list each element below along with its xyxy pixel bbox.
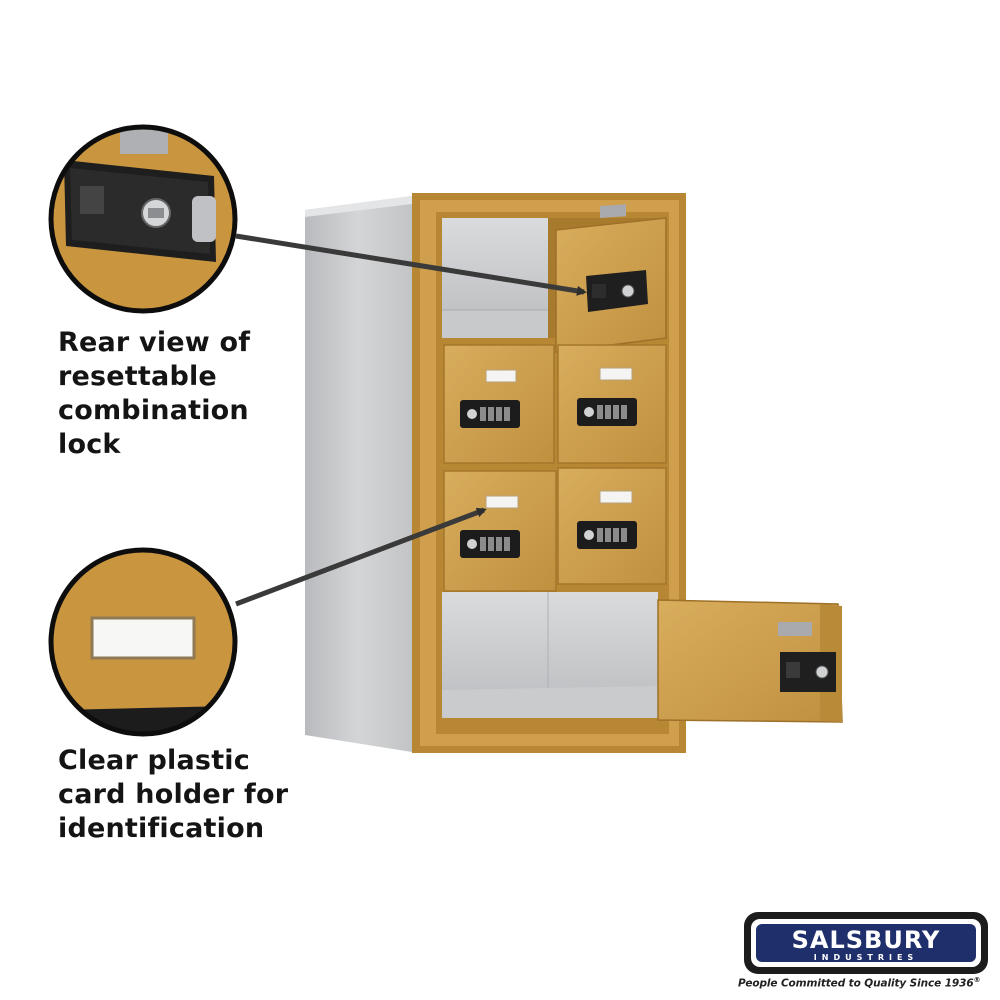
salsbury-logo: SALSBURY INDUSTRIES bbox=[744, 912, 988, 974]
detail-circle-card bbox=[48, 547, 238, 737]
svg-text:SALSBURY: SALSBURY bbox=[792, 926, 941, 954]
locker-unit bbox=[305, 193, 843, 753]
caption-card-holder: Clear plastic card holder for identifica… bbox=[58, 744, 288, 846]
caption-line: identification bbox=[58, 813, 265, 844]
caption-line: Clear plastic bbox=[58, 745, 250, 776]
svg-text:INDUSTRIES: INDUSTRIES bbox=[814, 953, 918, 962]
brand-tagline: People Committed to Quality Since 1936® bbox=[738, 976, 998, 990]
caption-line: card holder for bbox=[58, 779, 289, 810]
caption-line: lock bbox=[58, 429, 121, 460]
caption-line: combination bbox=[58, 395, 249, 426]
caption-line: resettable bbox=[58, 361, 217, 392]
card-holder bbox=[485, 369, 517, 383]
caption-rear-lock: Rear view of resettable combination lock bbox=[58, 326, 250, 462]
locker-door-r2-left[interactable] bbox=[443, 344, 555, 464]
combination-lock bbox=[577, 521, 637, 549]
combination-lock bbox=[460, 400, 520, 428]
arrow-to-lock bbox=[235, 233, 587, 296]
arrow-to-card-holder bbox=[235, 507, 487, 607]
registered-mark: ® bbox=[973, 976, 981, 984]
locker-side-panel bbox=[305, 196, 412, 752]
card-holder bbox=[599, 367, 633, 381]
card-holder bbox=[485, 495, 519, 509]
rear-lock-bottom bbox=[780, 652, 836, 692]
caption-line: Rear view of bbox=[58, 327, 251, 358]
rear-lock-top bbox=[586, 270, 648, 312]
detail-circle-lock bbox=[48, 124, 238, 314]
locker-door-r2-right[interactable] bbox=[557, 344, 667, 464]
tagline-text: People Committed to Quality Since 1936 bbox=[738, 977, 974, 990]
combination-lock bbox=[460, 530, 520, 558]
locker-door-r3-right[interactable] bbox=[557, 467, 667, 585]
locker-door-r3-left[interactable] bbox=[443, 470, 557, 592]
combination-lock bbox=[577, 398, 637, 426]
card-holder bbox=[599, 490, 633, 504]
